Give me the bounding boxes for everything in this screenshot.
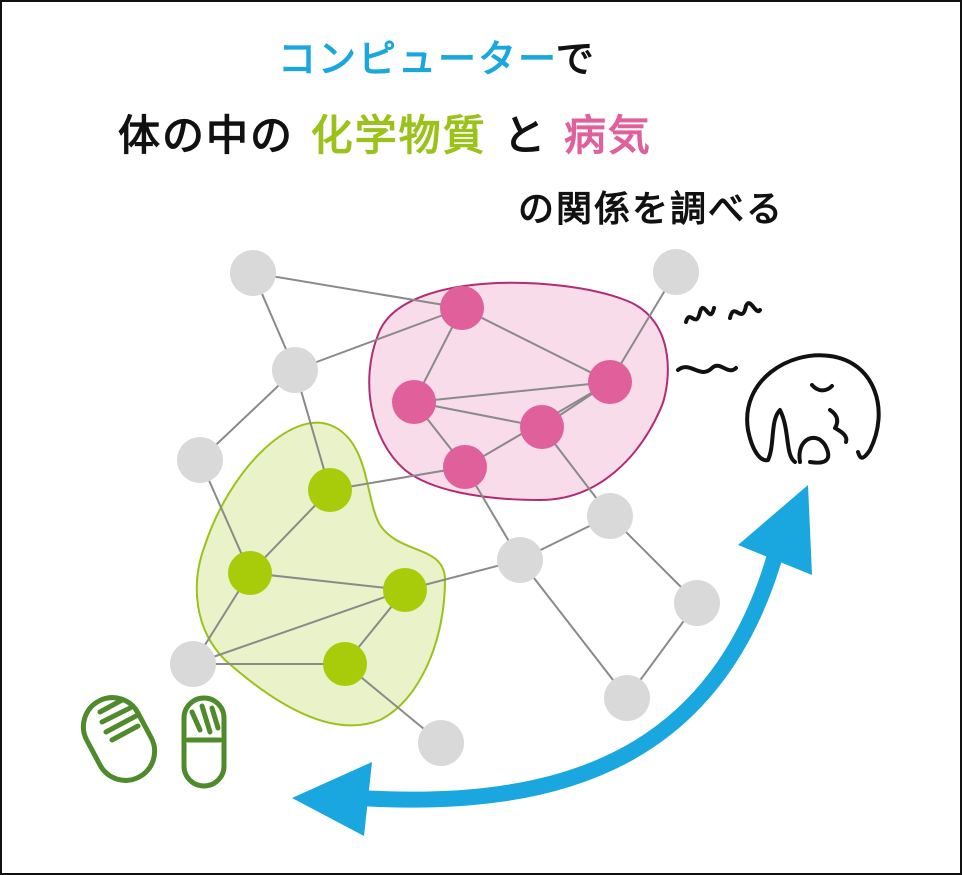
chemical-node — [383, 568, 427, 612]
pill-icon — [80, 695, 227, 789]
chemical-node — [308, 468, 352, 512]
title-and: と — [503, 111, 548, 160]
title-line-1: コンピューターで — [278, 28, 596, 83]
network-node — [177, 437, 223, 483]
disease-nodes — [392, 286, 632, 489]
title-line-3: の関係を調べる — [518, 189, 785, 230]
disease-node — [588, 360, 632, 404]
network-node — [587, 493, 633, 539]
title-line-2: 体の中の 化学物質 と 病気 — [118, 102, 652, 163]
title-computer: コンピューター — [278, 37, 556, 81]
title-disease: 病気 — [563, 111, 652, 160]
disease-node — [520, 405, 564, 449]
disease-node — [443, 445, 487, 489]
network-node — [674, 580, 720, 626]
network-node — [230, 250, 276, 296]
title-de: で — [555, 37, 596, 81]
disease-node — [440, 286, 484, 330]
chemical-node — [228, 551, 272, 595]
network-node — [653, 249, 699, 295]
network-node — [272, 347, 318, 393]
double-arrow-icon — [292, 485, 812, 836]
title-chemicals: 化学物質 — [310, 111, 487, 160]
network-node — [604, 675, 650, 721]
gray-nodes — [170, 249, 720, 766]
chemical-node — [323, 642, 367, 686]
title-body: 体の中の — [118, 111, 295, 160]
sick-person-icon — [676, 301, 881, 465]
chemical-nodes — [228, 468, 427, 686]
network-node — [170, 641, 216, 687]
network-node — [418, 720, 464, 766]
network-node — [497, 537, 543, 583]
disease-node — [392, 380, 436, 424]
